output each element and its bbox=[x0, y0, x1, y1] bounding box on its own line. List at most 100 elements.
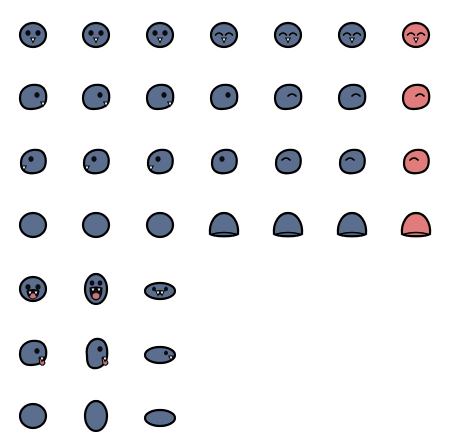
sprite-three-quarter-frame-7 bbox=[402, 148, 430, 175]
sprite-front-facing-frame-4 bbox=[209, 21, 239, 49]
eye bbox=[35, 284, 41, 290]
sprite-body bbox=[146, 148, 174, 175]
closed-eye bbox=[351, 93, 361, 97]
fang bbox=[89, 287, 97, 294]
sprite-three-quarter-frame-6 bbox=[338, 148, 366, 175]
sprite-side-facing-frame-7 bbox=[401, 83, 431, 111]
sprite-back-attack-frame-3 bbox=[143, 408, 177, 428]
sprite-three-quarter-frame-4 bbox=[210, 148, 238, 175]
sprite-back-facing-frame-3 bbox=[145, 211, 175, 239]
closed-eye bbox=[214, 32, 224, 36]
fang bbox=[92, 37, 100, 44]
fang bbox=[154, 290, 162, 297]
sprite-body bbox=[18, 83, 48, 111]
sprite-body bbox=[81, 21, 111, 49]
sprite-body bbox=[272, 211, 304, 238]
sprite-body bbox=[18, 211, 48, 239]
fang bbox=[147, 165, 155, 172]
sprite-side-attack-frame-2 bbox=[85, 337, 109, 370]
eye bbox=[88, 30, 94, 36]
sprite-side-facing-frame-2 bbox=[81, 83, 111, 111]
fang bbox=[83, 165, 91, 172]
sprite-body bbox=[208, 211, 240, 238]
sprite-body bbox=[337, 83, 367, 111]
sprite-front-facing-frame-1 bbox=[18, 21, 48, 49]
fang bbox=[95, 287, 103, 294]
sprite-body bbox=[81, 211, 111, 239]
sprite-back-attack-frame-1 bbox=[18, 402, 48, 430]
closed-eye bbox=[416, 32, 426, 36]
fang bbox=[166, 101, 174, 108]
eye bbox=[35, 30, 41, 36]
sprite-body bbox=[18, 21, 48, 49]
sprite-side-facing-frame-5 bbox=[273, 83, 303, 111]
sprite-body bbox=[338, 148, 366, 175]
eye bbox=[164, 286, 168, 292]
sprite-body bbox=[209, 21, 239, 49]
sprite-front-attack-frame-3 bbox=[143, 281, 177, 301]
fang bbox=[412, 37, 420, 44]
closed-eye bbox=[224, 32, 234, 36]
eye bbox=[152, 30, 158, 36]
sprite-back-facing-frame-6 bbox=[336, 211, 368, 238]
eye bbox=[28, 156, 34, 162]
sprite-front-facing-frame-3 bbox=[145, 21, 175, 49]
sprite-body bbox=[401, 83, 431, 111]
eye bbox=[162, 30, 168, 36]
sprite-back-facing-frame-2 bbox=[81, 211, 111, 239]
eye bbox=[25, 284, 31, 290]
fang bbox=[32, 290, 40, 297]
eye bbox=[152, 286, 156, 292]
sprite-side-attack-frame-1 bbox=[18, 339, 48, 367]
closed-eye bbox=[415, 93, 425, 97]
base-line bbox=[403, 231, 429, 235]
sprite-back-facing-frame-4 bbox=[208, 211, 240, 238]
sprite-body bbox=[273, 83, 303, 111]
sprite-body bbox=[19, 148, 47, 175]
sprite-front-facing-frame-5 bbox=[273, 21, 303, 49]
sprite-back-facing-frame-5 bbox=[272, 211, 304, 238]
fang bbox=[348, 37, 356, 44]
closed-eye bbox=[342, 32, 352, 36]
sprite-back-facing-frame-1 bbox=[18, 211, 48, 239]
sprite-body bbox=[82, 148, 110, 175]
sprite-body bbox=[18, 402, 48, 430]
closed-eye bbox=[287, 93, 297, 97]
eye bbox=[98, 30, 104, 36]
sprite-side-facing-frame-6 bbox=[337, 83, 367, 111]
closed-eye bbox=[345, 157, 355, 161]
closed-eye bbox=[288, 32, 298, 36]
sprite-side-facing-frame-1 bbox=[18, 83, 48, 111]
sprite-body bbox=[81, 83, 111, 111]
sprite-body bbox=[337, 21, 367, 49]
eye bbox=[97, 92, 103, 98]
sprite-body bbox=[274, 148, 302, 175]
sprite-body bbox=[143, 408, 177, 428]
fang bbox=[156, 37, 164, 44]
eye bbox=[34, 92, 40, 98]
fang bbox=[220, 37, 228, 44]
fang bbox=[20, 165, 28, 172]
eye bbox=[34, 348, 40, 354]
sprite-side-facing-frame-4 bbox=[209, 83, 239, 111]
fang bbox=[101, 356, 109, 363]
sprite-body bbox=[145, 211, 175, 239]
sprite-back-attack-frame-2 bbox=[83, 399, 109, 433]
closed-eye bbox=[409, 157, 419, 161]
fang bbox=[102, 101, 110, 108]
eye bbox=[219, 156, 225, 162]
sprite-front-attack-frame-2 bbox=[83, 272, 109, 306]
sprite-body bbox=[210, 148, 238, 175]
sprite-body bbox=[143, 345, 177, 365]
sprite-body bbox=[83, 399, 109, 433]
base-line bbox=[339, 231, 365, 235]
sprite-back-facing-frame-7 bbox=[400, 211, 432, 238]
fang bbox=[38, 356, 46, 363]
sprite-body bbox=[209, 83, 239, 111]
eye bbox=[161, 92, 167, 98]
eye bbox=[91, 156, 97, 162]
eye bbox=[155, 156, 161, 162]
eye bbox=[97, 346, 103, 352]
fang bbox=[167, 355, 175, 362]
closed-eye bbox=[281, 157, 291, 161]
